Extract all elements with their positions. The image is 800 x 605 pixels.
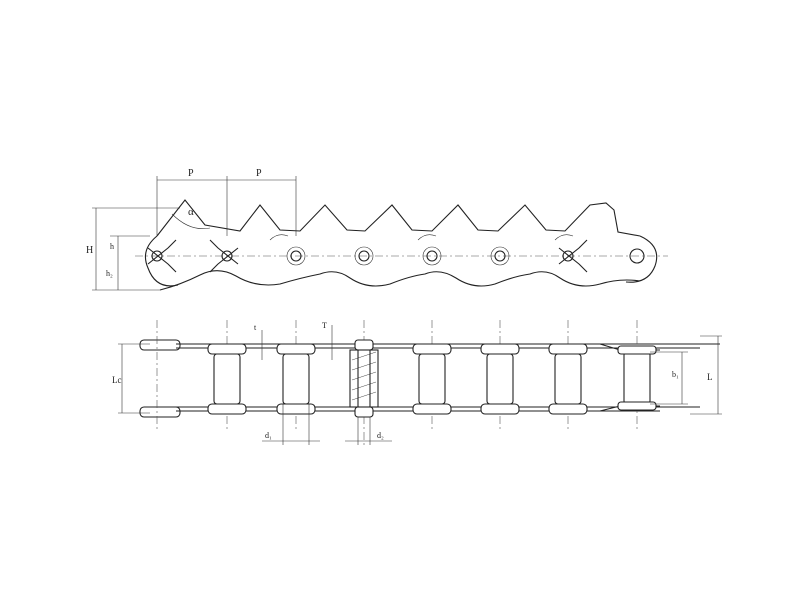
pitch-label-1: P xyxy=(188,168,194,179)
lc-dimension: Lc xyxy=(112,343,150,414)
chain-bottom-contour xyxy=(159,270,641,291)
pitch-label-2: P xyxy=(256,168,262,179)
pin-bushing xyxy=(354,246,374,266)
roller xyxy=(418,353,446,405)
pin-head xyxy=(354,406,374,418)
cotter-pin xyxy=(147,239,177,273)
pin-bushing xyxy=(286,246,306,266)
roller xyxy=(213,353,241,405)
roller-plate xyxy=(617,401,657,411)
d2-dimension: d₂ xyxy=(345,417,392,445)
outer-plate-bottom xyxy=(139,406,181,418)
rollers xyxy=(207,343,657,415)
roller xyxy=(554,353,582,405)
plate-edge-1 xyxy=(269,234,289,241)
cotter-pins xyxy=(147,239,588,273)
roller-plate xyxy=(412,343,452,355)
roller xyxy=(486,353,514,405)
pin-holes xyxy=(151,246,645,266)
l-dimension: L xyxy=(690,335,722,415)
pin-section xyxy=(349,339,379,418)
pin-hole xyxy=(358,250,370,262)
d1-label: d₁ xyxy=(265,431,272,440)
angle-label: α xyxy=(188,206,194,218)
cotter-pin xyxy=(209,239,239,273)
b1-dimension: b₁ xyxy=(650,351,688,405)
l-label: L xyxy=(707,372,713,382)
pin-head xyxy=(354,339,374,351)
roller-plate xyxy=(207,343,247,355)
lc-label: Lc xyxy=(112,375,122,385)
plate-edge-3 xyxy=(554,234,574,241)
angle-arc xyxy=(171,213,211,229)
hatch xyxy=(351,381,377,391)
h2-label: h₂ xyxy=(106,269,113,278)
plate-edge-2 xyxy=(417,234,437,241)
link-outline-1 xyxy=(144,235,179,287)
big-t-dimension: T xyxy=(322,321,333,360)
roller-plate xyxy=(276,403,316,415)
height-label: H xyxy=(86,245,93,256)
pin-body xyxy=(349,349,379,408)
roller-plate xyxy=(548,403,588,415)
pin-bushing xyxy=(422,246,442,266)
pin-hole xyxy=(562,250,574,262)
roller-plate xyxy=(276,343,316,355)
roller-plate xyxy=(548,343,588,355)
plan-view: Lc L b₁ t T d xyxy=(112,320,722,445)
big-t-label: T xyxy=(322,321,327,330)
hatch xyxy=(351,371,377,381)
hatch xyxy=(351,351,377,361)
outer-plate-top xyxy=(139,339,181,351)
roller-plate xyxy=(480,343,520,355)
pin-hole xyxy=(426,250,438,262)
b1-label: b₁ xyxy=(672,370,679,379)
d2-label: d₂ xyxy=(377,431,384,440)
angle-dimension: α xyxy=(171,206,211,229)
pin-hole xyxy=(151,250,163,262)
height-dimensions: H h h₂ xyxy=(86,207,180,291)
t-dimension: t xyxy=(254,323,263,360)
roller-plate xyxy=(207,403,247,415)
link-outline-2 xyxy=(625,235,658,283)
pin-bushing xyxy=(490,246,510,266)
pin-hole xyxy=(629,248,645,264)
pin-hole xyxy=(290,250,302,262)
roller-plate xyxy=(412,403,452,415)
pin-hole xyxy=(221,250,233,262)
hatch xyxy=(351,391,377,401)
side-view: P P α H h h₂ xyxy=(86,168,668,291)
pitch-dimension: P P xyxy=(156,168,297,236)
h-label: h xyxy=(110,242,114,251)
chain-profile-outline xyxy=(156,199,641,237)
roller xyxy=(282,353,310,405)
pin-hole xyxy=(494,250,506,262)
roller-plate xyxy=(480,403,520,415)
roller xyxy=(623,351,651,405)
cotter-pin xyxy=(558,239,588,273)
t-label: t xyxy=(254,323,257,332)
roller-plate xyxy=(617,345,657,355)
hatch xyxy=(351,361,377,371)
d1-dimension: d₁ xyxy=(262,404,320,445)
